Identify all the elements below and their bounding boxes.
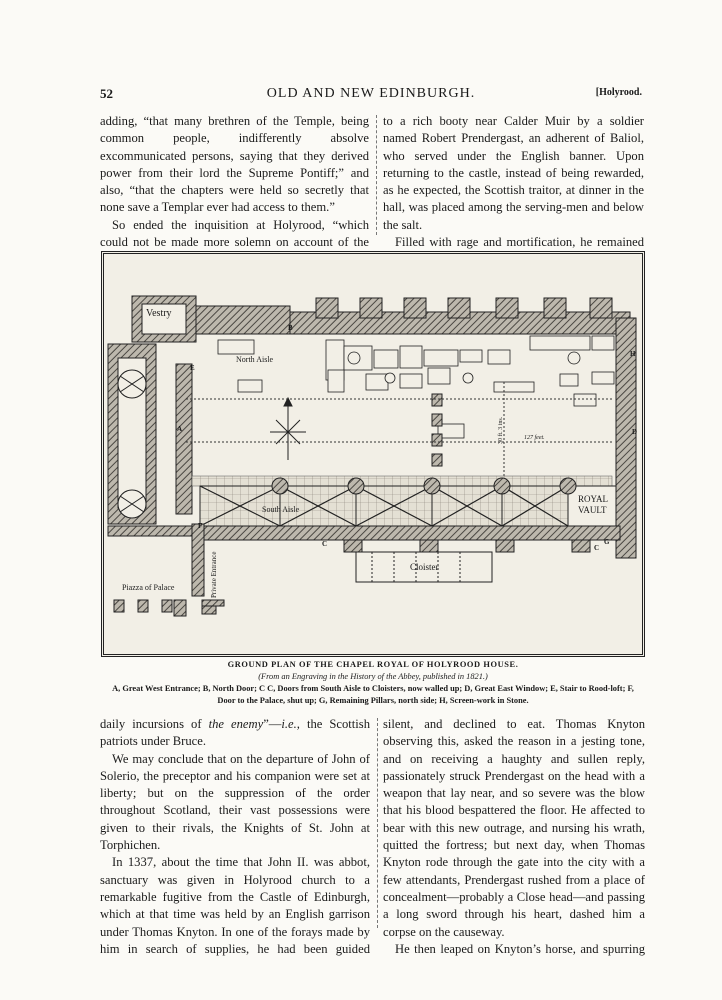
bottom-right-paragraph-2: He then leaped on Knyton’s horse, and sp… — [395, 941, 645, 956]
bottom-left-paragraph-3: In 1337, about the time that John II. wa… — [100, 855, 370, 956]
south-aisle-floor — [191, 475, 613, 487]
tomb-slabs-north — [217, 335, 615, 439]
letter-c-east: C — [594, 544, 599, 552]
label-scale-length: 127 feet. — [524, 434, 545, 441]
text-run: the Scottish patriots under Bruce. — [100, 717, 370, 749]
cloister — [355, 551, 493, 583]
section-label: [Holyrood. — [595, 87, 642, 98]
top-left-paragraph-2: So ended the inquisition at Holyrood, “w… — [100, 217, 369, 250]
bottom-left-paragraph-2: We may conclude that on the departure of… — [100, 751, 370, 853]
palace-wall — [107, 523, 205, 597]
text-run: daily incursions of — [100, 717, 209, 731]
east-wall — [615, 317, 637, 559]
top-left-paragraph-1: adding, “that many brethren of the Templ… — [100, 114, 369, 215]
label-scale-width: 30 ft. 3 ins. — [497, 416, 504, 444]
south-aisle-pillars — [271, 477, 577, 495]
page-number: 52 — [100, 86, 113, 101]
compass-rose — [270, 396, 306, 460]
italic-run: the enemy — [208, 717, 264, 731]
label-private-entrance: Private Entrance — [210, 552, 218, 598]
column-rule-bottom — [377, 718, 378, 928]
letter-b: B — [288, 324, 293, 332]
ground-plan-drawing: Vestry North Aisle South Aisle ROYAL VAU… — [107, 295, 637, 617]
label-south-aisle: South Aisle — [262, 505, 300, 514]
south-wall — [199, 525, 621, 553]
letter-a: A — [177, 425, 182, 433]
bottom-right-column: silent, and declined to eat. Thomas Knyt… — [383, 716, 645, 958]
label-vestry: Vestry — [146, 308, 172, 319]
letter-f: F — [198, 522, 202, 530]
letter-c-west: C — [322, 540, 327, 548]
italic-run: i.e., — [281, 717, 300, 731]
piazza-blocks — [113, 599, 225, 617]
label-cloister: Cloister — [410, 562, 439, 572]
letter-e: E — [190, 364, 195, 372]
caption-title: GROUND PLAN OF THE CHAPEL ROYAL OF HOLYR… — [227, 660, 519, 669]
north-wall — [289, 297, 631, 335]
label-royal: ROYAL — [578, 494, 608, 504]
west-tower — [107, 343, 193, 525]
letter-d: D — [632, 428, 637, 436]
letter-h: H — [630, 350, 636, 358]
column-rule-top — [376, 115, 377, 235]
top-right-paragraph-2: Filled with rage and mortification, he r… — [395, 235, 644, 250]
letter-g: G — [604, 538, 610, 546]
bottom-left-column: daily incursions of the enemy”—i.e., the… — [100, 716, 370, 958]
top-right-paragraph-1: to a rich booty near Calder Muir by a so… — [383, 114, 644, 232]
top-right-column: to a rich booty near Calder Muir by a so… — [383, 113, 644, 251]
ground-plan-figure: Vestry North Aisle South Aisle ROYAL VAU… — [101, 251, 645, 657]
bottom-right-paragraph-1: silent, and declined to eat. Thomas Knyt… — [383, 717, 645, 939]
top-left-column: adding, “that many brethren of the Templ… — [100, 113, 369, 251]
caption-key: A, Great West Entrance; B, North Door; C… — [112, 684, 634, 705]
vault-ribs — [199, 485, 569, 527]
caption-source: (From an Engraving in the History of the… — [258, 672, 488, 681]
running-title: OLD AND NEW EDINBURGH. — [266, 86, 476, 101]
running-header: 52 OLD AND NEW EDINBURGH. [Holyrood. — [100, 86, 642, 106]
central-pillars — [431, 393, 443, 467]
bottom-left-paragraph-1: daily incursions of the enemy”—i.e., the… — [100, 716, 370, 751]
vestry — [131, 295, 291, 343]
label-vault: VAULT — [578, 505, 607, 515]
label-piazza: Piazza of Palace — [122, 583, 175, 592]
label-north-aisle: North Aisle — [236, 355, 274, 364]
text-run: ”— — [263, 717, 282, 731]
figure-caption: GROUND PLAN OF THE CHAPEL ROYAL OF HOLYR… — [104, 659, 642, 707]
